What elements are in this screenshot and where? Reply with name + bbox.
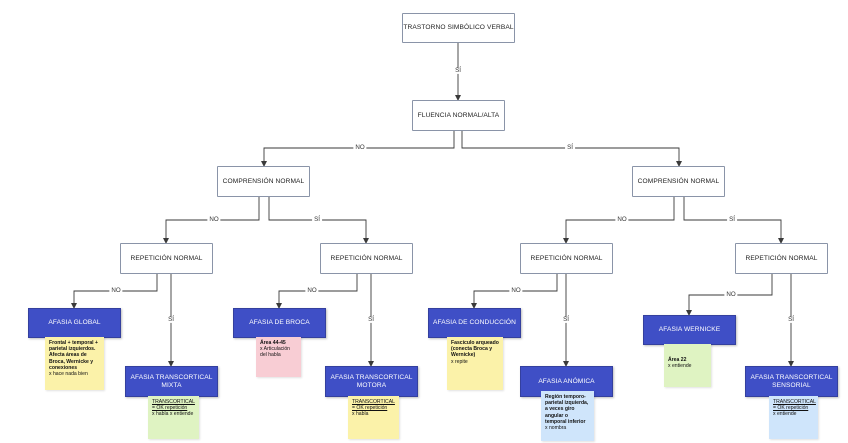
afasia-wernicke-node[interactable]: AFASIA WERNICKE [643,315,736,345]
edge-label-no: NO [109,286,123,295]
note-transcortical-motora: TRANSCORTICAL = OK repetición x habla [348,396,399,439]
edge-label-si: SÍ [565,143,575,152]
note-motora-rule: TRANSCORTICAL = OK repetición [352,399,395,412]
note-broca-location: Área 44-45 [260,340,286,346]
afasia-conduccion-node[interactable]: AFASIA DE CONDUCCIÓN [428,308,521,338]
note-anomica: Región temporo-parietal izquierda, a vec… [541,391,594,441]
note-broca: Área 44-45 x Articulación del habla [256,337,301,377]
note-global: Frontal + temporal + parietal izquierdos… [45,337,104,390]
comprension-node-right[interactable]: COMPRENSIÓN NORMAL [632,166,725,197]
repeticion-node-2[interactable]: REPETICIÓN NORMAL [320,243,413,274]
note-global-location: Frontal + temporal + parietal izquierdos… [49,340,98,371]
note-wernicke: Área 22 x entiende [664,344,711,387]
note-broca-deficit: x Articulación del habla [260,346,291,359]
afasia-transcortical-motora-node[interactable]: AFASIA TRANSCORTICAL MOTORA [325,366,418,397]
afasia-transcortical-sensorial-node[interactable]: AFASIA TRANSCORTICAL SENSORIAL [745,366,838,397]
edge-label-no: NO [353,143,367,152]
note-sensorial-rule: TRANSCORTICAL = OK repetición [773,399,816,412]
edge-label-no: NO [509,286,523,295]
repeticion-node-1[interactable]: REPETICIÓN NORMAL [120,243,213,274]
edge-label-si: SÍ [312,215,322,224]
note-anomica-location: Región temporo-parietal izquierda, a vec… [545,394,589,425]
note-mixta-deficit: x habla x entiende [152,411,194,418]
edge-label-no: NO [207,215,221,224]
note-motora-deficit: x habla [352,411,369,418]
note-sensorial-deficit: x entiende [773,411,797,418]
edge-label-si: SÍ [166,315,176,324]
edge-label-si: SÍ [366,315,376,324]
edge-label-no: NO [305,286,319,295]
afasia-broca-node[interactable]: AFASIA DE BROCA [233,308,326,338]
edge-label-si: SÍ [727,215,737,224]
fluencia-node[interactable]: FLUENCIA NORMAL/ALTA [412,100,505,131]
edge-label-si: SÍ [786,315,796,324]
note-anomica-deficit: x nombra [545,425,567,432]
edge-label-no: NO [724,290,738,299]
edge-label-si: SÍ [561,315,571,324]
root-node[interactable]: TRASTORNO SIMBÓLICO VERBAL [402,13,515,43]
afasia-transcortical-mixta-node[interactable]: AFASIA TRANSCORTICAL MIXTA [125,366,218,397]
edge-label-si: SÍ [453,66,463,75]
afasia-global-node[interactable]: AFASIA GLOBAL [28,308,121,338]
edge-label-no: NO [615,215,629,224]
note-wernicke-deficit: x entiende [668,363,692,370]
note-transcortical-sensorial: TRANSCORTICAL = OK repetición x entiende [769,396,818,439]
repeticion-node-3[interactable]: REPETICIÓN NORMAL [520,243,613,274]
repeticion-node-4[interactable]: REPETICIÓN NORMAL [735,243,828,274]
note-mixta-rule: TRANSCORTICAL = OK repetición [152,399,195,412]
comprension-node-left[interactable]: COMPRENSIÓN NORMAL [217,166,310,197]
note-conduccion-deficit: x repite [451,358,468,365]
note-conduccion-location: Fascículo arqueado (conecta Broca y Wern… [451,340,499,359]
note-global-deficit: x hace nada bien [49,371,88,378]
note-conduccion: Fascículo arqueado (conecta Broca y Wern… [447,337,503,390]
note-wernicke-location: Área 22 [668,357,687,363]
note-transcortical-mixta: TRANSCORTICAL = OK repetición x habla x … [148,396,199,439]
